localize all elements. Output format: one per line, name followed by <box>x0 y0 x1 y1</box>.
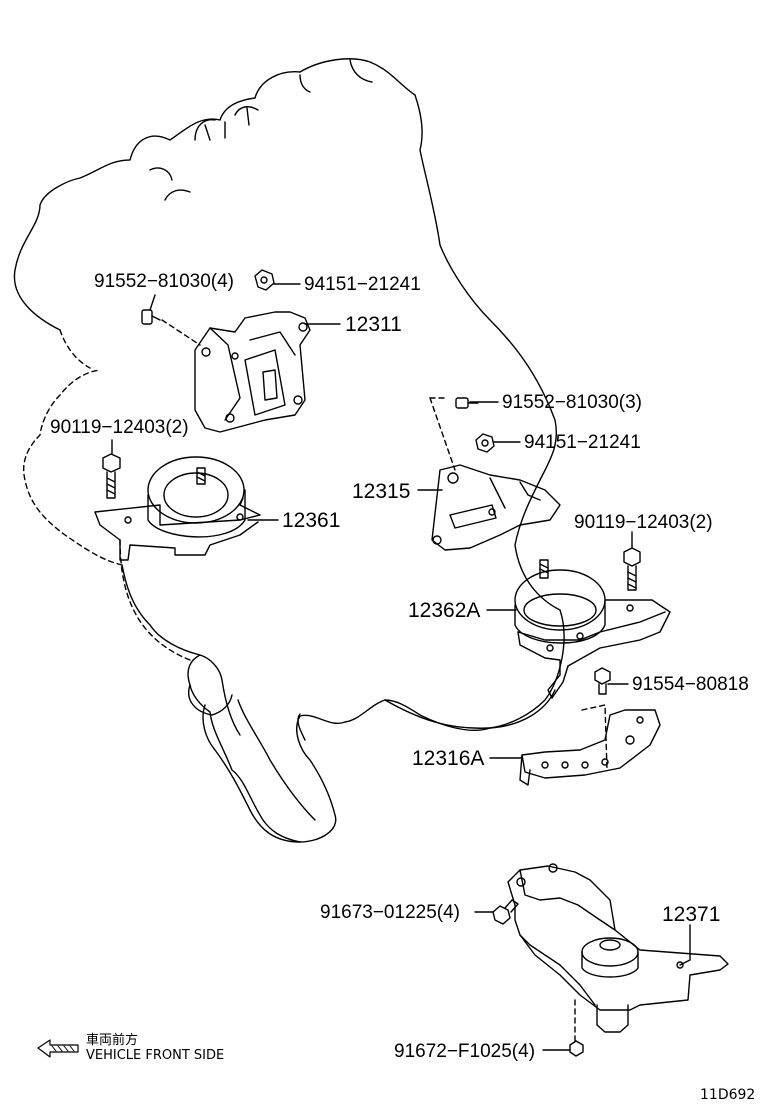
label-91672-f1025: 91672−F1025(4) <box>394 1041 536 1062</box>
bolt-91554 <box>594 667 611 695</box>
label-12362a: 12362A <box>408 599 481 622</box>
label-12311: 12311 <box>345 313 402 336</box>
label-91673-01225: 91673−01225(4) <box>320 902 460 923</box>
label-12361: 12361 <box>282 509 341 532</box>
bolt-90119-left <box>102 453 121 499</box>
mount-12361 <box>94 456 261 561</box>
direction-label-jp: 車両前方 <box>86 1033 139 1048</box>
label-90119-12403-right: 90119−12403(2) <box>574 512 713 533</box>
label-12316a: 12316A <box>412 747 485 770</box>
label-94151-21241-top: 94151−21241 <box>304 274 421 295</box>
label-91552-81030-4: 91552−81030(4) <box>94 271 234 292</box>
engine-outline <box>13 58 565 843</box>
direction-label-en: VEHICLE FRONT SIDE <box>86 1048 225 1063</box>
nut-94151-top <box>254 269 275 291</box>
bolt-91552-top <box>141 309 161 325</box>
nut-94151-right <box>475 433 495 453</box>
label-91554-80818: 91554−80818 <box>632 674 749 695</box>
label-94151-21241-right: 94151−21241 <box>524 432 641 453</box>
label-12315: 12315 <box>352 480 411 503</box>
label-12371: 12371 <box>662 903 721 926</box>
front-arrow-icon <box>37 1039 79 1058</box>
bolt-91552-right <box>455 397 479 409</box>
label-90119-12403-left: 90119−12403(2) <box>50 417 189 438</box>
bracket-12316a <box>519 709 661 786</box>
bolt-91672 <box>569 1040 584 1057</box>
label-91552-81030-3: 91552−81030(3) <box>502 392 642 413</box>
bracket-12315 <box>431 464 561 551</box>
bracket-12311 <box>194 311 311 433</box>
member-12371 <box>507 863 729 1033</box>
bolt-90119-right <box>623 547 641 591</box>
diagram-id: 11D692 <box>700 1087 756 1103</box>
mount-12362a <box>514 559 671 699</box>
